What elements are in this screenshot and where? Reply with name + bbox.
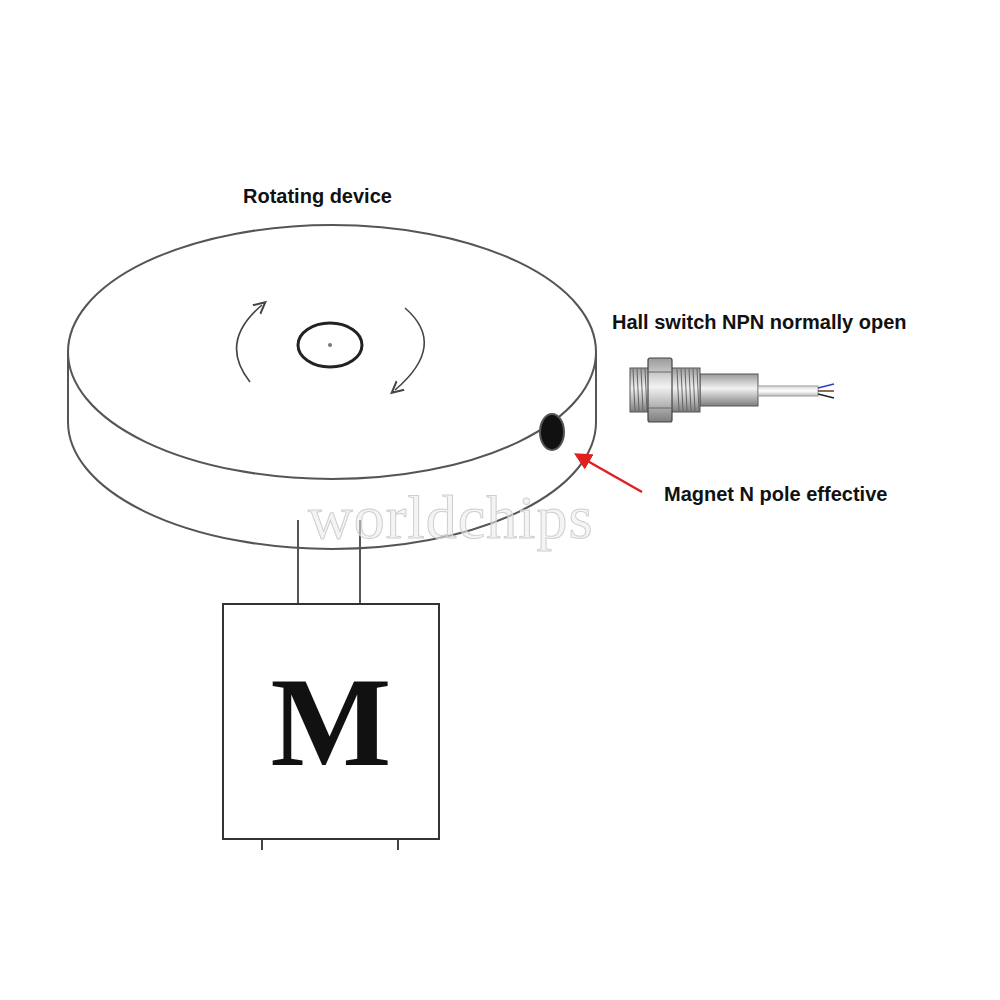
thread-stroke: [645, 369, 647, 411]
hall-sensor: [630, 358, 834, 422]
rotation-arrow: [237, 305, 262, 382]
thread-stroke: [633, 369, 635, 411]
magnet-label: Magnet N pole effective: [664, 483, 887, 506]
rotation-arrow: [395, 308, 424, 390]
thread-stroke: [681, 369, 683, 411]
thread-stroke: [641, 369, 643, 411]
thread-stroke: [685, 369, 687, 411]
hub: [298, 323, 362, 367]
watermark: worldchips: [308, 482, 594, 553]
thread-stroke: [689, 369, 691, 411]
sensor-label: Hall switch NPN normally open: [612, 311, 907, 334]
thread-stroke: [693, 369, 695, 411]
thread-stroke: [677, 369, 679, 411]
thread-stroke: [637, 369, 639, 411]
motor-feet: [262, 840, 398, 850]
motor-box: M: [222, 603, 440, 840]
disc-top: [68, 225, 596, 479]
title-label: Rotating device: [243, 185, 392, 208]
thread-stroke: [697, 369, 699, 411]
motor-label: M: [271, 658, 392, 786]
hub-center: [328, 343, 332, 347]
magnet: [540, 414, 564, 450]
